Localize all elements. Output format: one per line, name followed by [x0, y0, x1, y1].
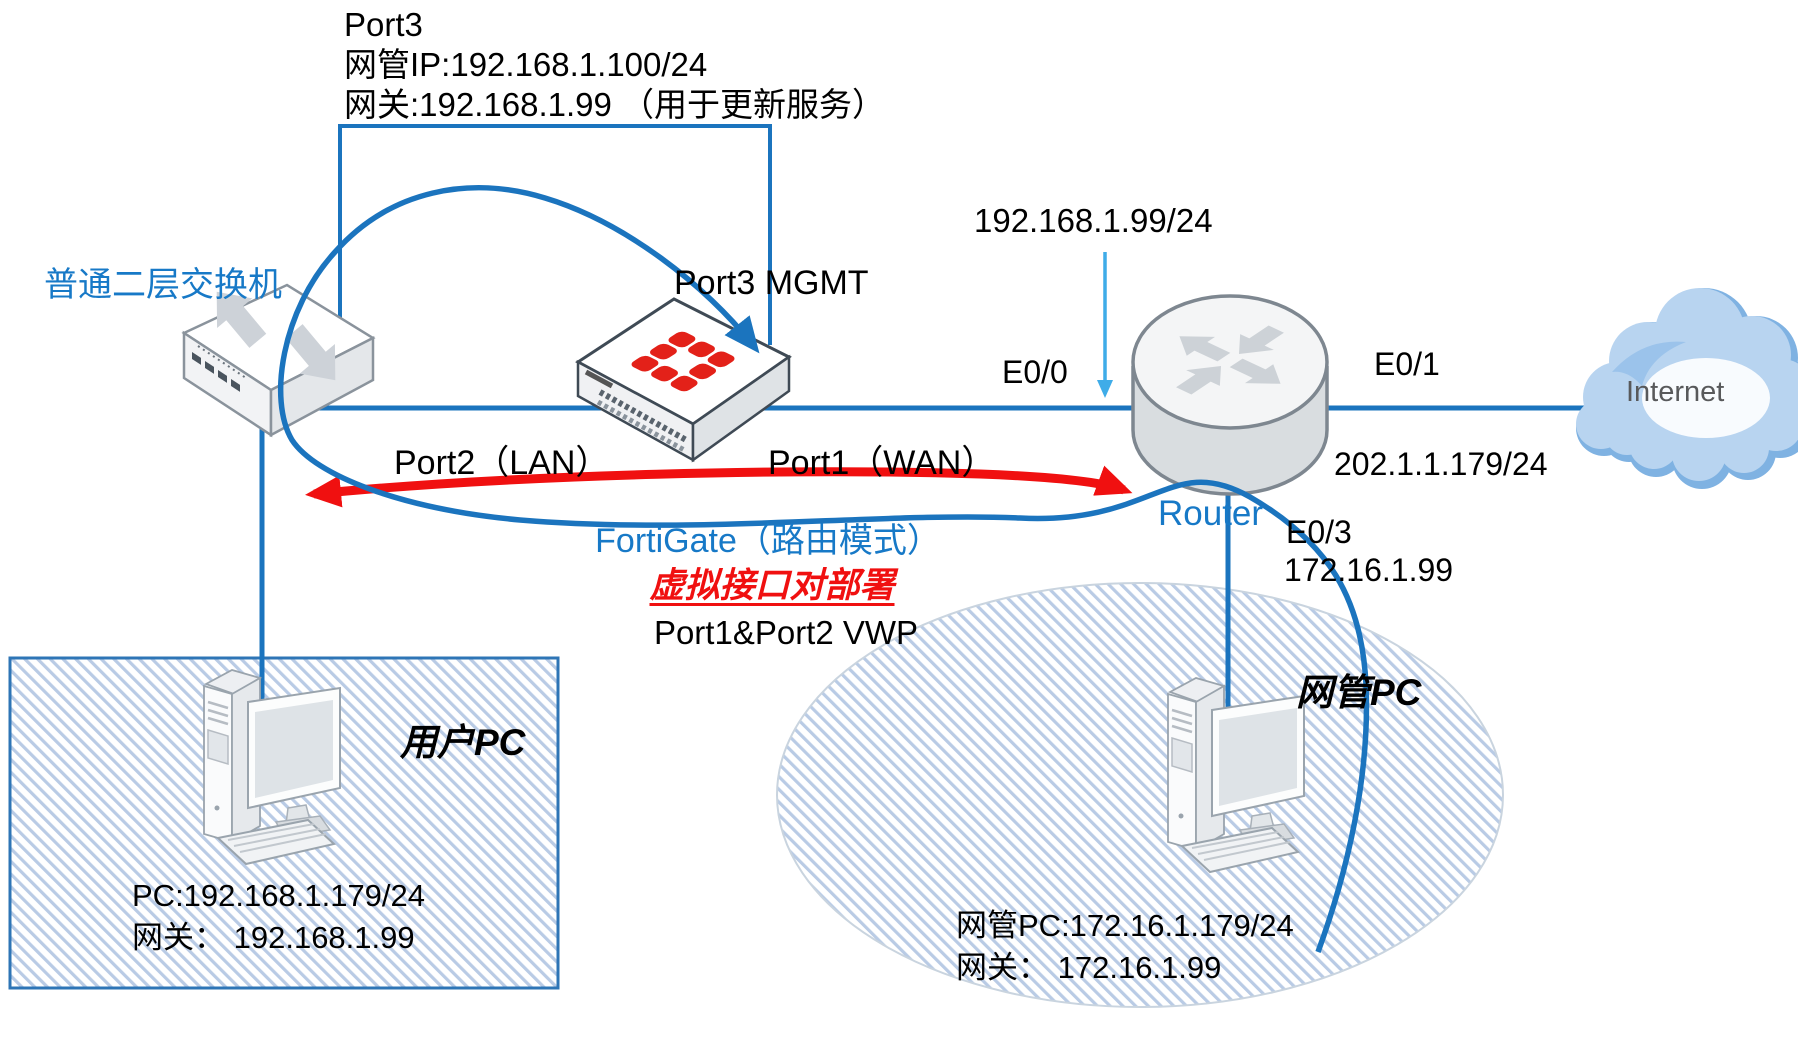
router-e00-label: E0/0	[1002, 354, 1068, 390]
user-pc-ip-label: PC:192.168.1.179/24	[132, 878, 426, 913]
fortigate-deploy-label: 虚拟接口对部署	[649, 566, 895, 605]
router-icon	[1131, 294, 1329, 496]
fortinet-logo	[631, 331, 735, 392]
port3-block-line1: Port3	[344, 6, 423, 43]
mgmt-zone	[776, 582, 1504, 1008]
mgmt-path-arrow	[277, 185, 1370, 953]
mgmt-pc-icon	[1166, 676, 1306, 874]
fortigate-vwp-label: Port1&Port2 VWP	[653, 614, 919, 651]
internet-cloud-icon	[1576, 288, 1798, 489]
mgmt-pc-gateway-label: 网关： 172.16.1.99	[956, 950, 1222, 985]
fortigate-wan-port-label: Port1（WAN）	[768, 444, 996, 482]
link-ip-label: 192.168.1.99/24	[974, 202, 1213, 239]
mgmt-pc-ip-label: 网管PC:172.16.1.179/24	[956, 908, 1294, 943]
user-pc-title: 用户PC	[400, 722, 526, 763]
vwp-red-arrow	[305, 465, 1133, 508]
user-pc-gateway-label: 网关： 192.168.1.99	[132, 920, 415, 955]
router-e03-ip-label: 172.16.1.99	[1284, 552, 1454, 588]
internet-label: Internet	[1626, 376, 1725, 408]
fortigate-mode-label: FortiGate（路由模式）	[595, 522, 941, 560]
port3-block-line3: 网关:192.168.1.99 （用于更新服务）	[344, 86, 886, 123]
router-label: Router	[1158, 494, 1264, 533]
fortigate-lan-port-label: Port2（LAN）	[394, 444, 610, 482]
router-e01-label: E0/1	[1374, 346, 1440, 382]
fortigate-icon	[575, 297, 792, 463]
router-wan-ip-label: 202.1.1.179/24	[1334, 446, 1548, 482]
router-arrows	[1176, 325, 1284, 395]
router-e03-label: E0/3	[1286, 514, 1352, 550]
port3-block-line2: 网管IP:192.168.1.100/24	[344, 46, 708, 83]
mgmt-pc-title: 网管PC	[1296, 672, 1422, 713]
user-pc-icon	[202, 668, 342, 866]
fortigate-port3-mgmt-label: Port3 MGMT	[674, 264, 869, 302]
switch-label: 普通二层交换机	[44, 266, 282, 304]
mgmt-bracket-line	[338, 124, 772, 345]
switch-icon	[181, 283, 376, 438]
